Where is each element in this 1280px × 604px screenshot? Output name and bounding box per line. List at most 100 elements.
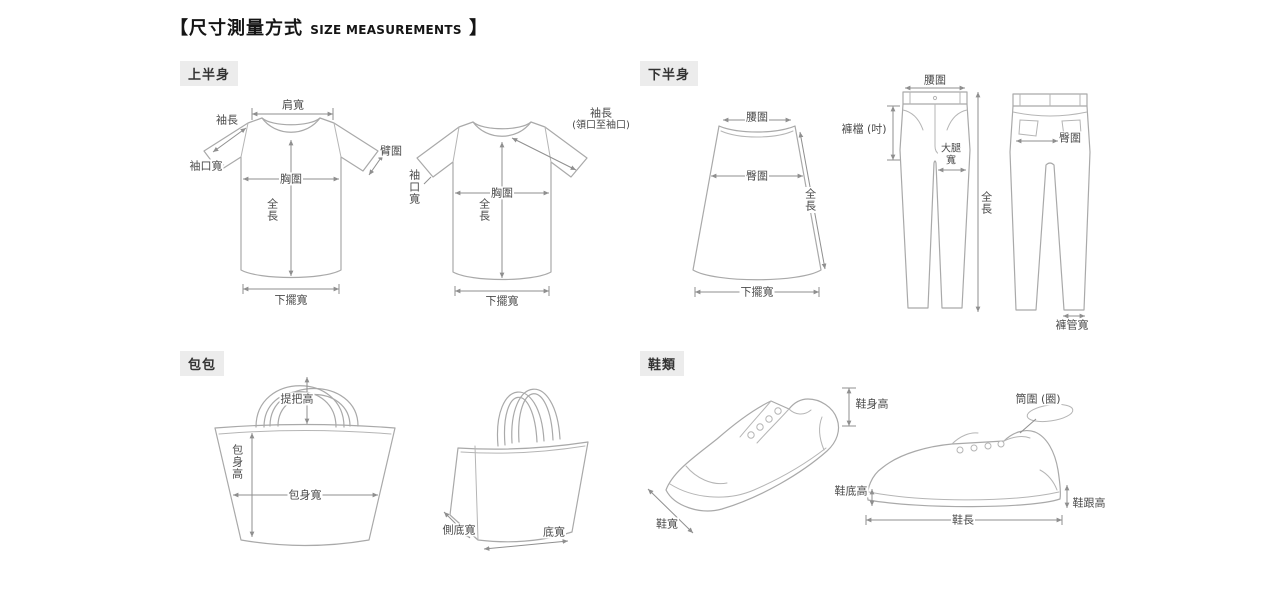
tshirt2-sleeve-measure [511,137,577,171]
bag1-rim-inner [218,430,392,435]
pants-back-diagram [1009,93,1091,319]
tshirt1-hem-ticks [242,284,340,294]
shoe1-body-height-label: 鞋身高 [854,397,890,411]
shoe1-body-height-ticks [842,387,856,427]
tshirt1-arm-measure [368,154,384,176]
shoe2-shaft-pointer [1019,418,1037,434]
shoe1-outline [665,398,840,512]
shoe2-lace-eyelet [956,446,964,454]
pantsb-belt-loops [1019,93,1081,107]
section-header-shoes: 鞋類 [640,351,685,376]
tshirt1-neckline [261,117,321,133]
skirt-waistband [720,130,794,138]
bag1-outline [214,423,396,547]
title-en: SIZE MEASUREMENTS [310,23,462,37]
pantsf-thigh-width-label: 大腿寬 [938,143,964,167]
skirt-outline [692,125,822,281]
shoe1-sole-line [669,447,827,498]
bag1-body-width-label: 包身寬 [287,488,323,502]
title-close-bracket: 】 [469,18,489,39]
tshirt2-neckline [472,121,532,137]
tshirt2-cuff-pointer [423,176,432,185]
shoe2-sole-height-label: 鞋底高 [833,484,869,498]
shoe2-collar [1003,436,1031,442]
pantsb-yoke [1012,111,1088,117]
pantsf-pockets [902,109,968,131]
bag2-bottom-width-label: 底寬 [542,525,566,539]
tshirt1-chest-girth-label: 胸圍 [279,172,303,186]
bag2-rim-inner [460,445,586,454]
pantsb-outline [1009,105,1091,311]
tshirt2-cuff-width-label: 袖口寬 [407,168,421,206]
tshirt1-total-length-label: 全長 [265,197,279,223]
skirt-waist-girth-label: 腰圍 [745,110,769,124]
shoe1-lace-eyelet [765,415,773,423]
shoe1-collar [788,408,812,415]
tshirt2-sleeve-length-label: 袖長 [589,106,613,120]
skirt-hem-width-label: 下擺寬 [739,285,775,299]
shoe1-lace-edge-right [756,408,790,444]
shoe1-lace-eyelet [756,423,764,431]
pantsf-outline [899,103,971,309]
tshirt2-hem-width-label: 下擺寬 [484,294,520,308]
tshirt1-sleeve-length-label: 袖長 [215,113,239,127]
bag1-handle-1 [255,385,345,428]
shoe2-outline [867,429,1061,508]
sneaker-side-diagram [865,403,1074,525]
shoe2-heel-cap [1039,469,1058,491]
shoe2-tongue [951,432,979,445]
skirt-hip-girth-label: 臀圍 [745,169,769,183]
tshirt2-chest-girth-label: 胸圍 [490,186,514,200]
tshirt2-total-length-label: 全長 [477,197,491,223]
shoe1-width-label: 鞋寬 [655,517,679,531]
tshirt1-arm-girth-label: 臂圍 [379,144,403,158]
shoe2-heel-height-label: 鞋跟高 [1071,496,1107,510]
tshirt1-outline [203,117,379,279]
skirt-total-length-label: 全長 [803,187,817,213]
shoe2-shaft-girth-label: 筒圍 (圈) [1014,392,1062,406]
bag1-body-height-label: 包身高 [230,443,244,481]
section-header-upper-body: 上半身 [180,61,239,86]
bag2-handle-1 [496,391,545,447]
tshirt1-hem-width-label: 下擺寬 [273,293,309,307]
pantsf-belt-loops [909,91,961,105]
tshirt2-sleeve-note-label: (領口至袖口) [571,120,631,132]
bag1-handle-height-label: 提把高 [279,392,315,406]
tshirt1-cuff-width-label: 袖口寬 [188,159,224,173]
shoe2-lace-eyelet [997,440,1005,448]
tshirt-alt-diagram [416,121,588,296]
page-title: 【尺寸測量方式 SIZE MEASUREMENTS 】 [170,14,488,40]
shoe1-toe-cap [685,465,728,485]
tote-side-diagram [443,388,589,551]
pantsb-hip-girth-label: 臀圍 [1058,131,1082,145]
pantsf-button [932,95,938,101]
pantsb-leg-opening-label: 褲管寬 [1054,318,1090,332]
shoe1-lace-edge-left [739,400,772,438]
skirt-hem-ticks [694,287,820,297]
pantsf-crotch-label: 褲檔 (吋) [840,122,888,136]
shoe1-lace-eyelet [774,407,782,415]
bag2-side-bottom-width-label: 側底寬 [441,523,477,537]
shoe2-lace-eyelet [984,442,992,450]
shoe2-sole-line [868,491,1060,501]
shoe1-width-measure [647,488,694,534]
section-header-lower-body: 下半身 [640,61,699,86]
bag2-handle-2 [511,388,561,444]
shoe2-length-ticks [865,515,1063,525]
bag2-front-edge [474,445,479,541]
shoe2-lace-eyelet [970,444,978,452]
tshirt1-shoulder-ticks [251,108,334,120]
tshirt-front-diagram [203,108,384,294]
shoe2-length-label: 鞋長 [951,513,975,527]
pantsf-total-length-label: 全長 [979,190,993,216]
pantsf-crotch-ticks [887,105,900,161]
tshirt1-sleeve-measure [212,127,247,153]
title-zh: 【尺寸測量方式 [170,18,303,39]
shoe1-lace-eyelet [747,431,755,439]
sneaker-tilted-diagram [647,387,856,534]
pantsf-waist-girth-label: 腰圍 [923,73,947,87]
shoe1-heel-line [819,416,825,451]
tshirt2-hem-ticks [454,286,550,296]
